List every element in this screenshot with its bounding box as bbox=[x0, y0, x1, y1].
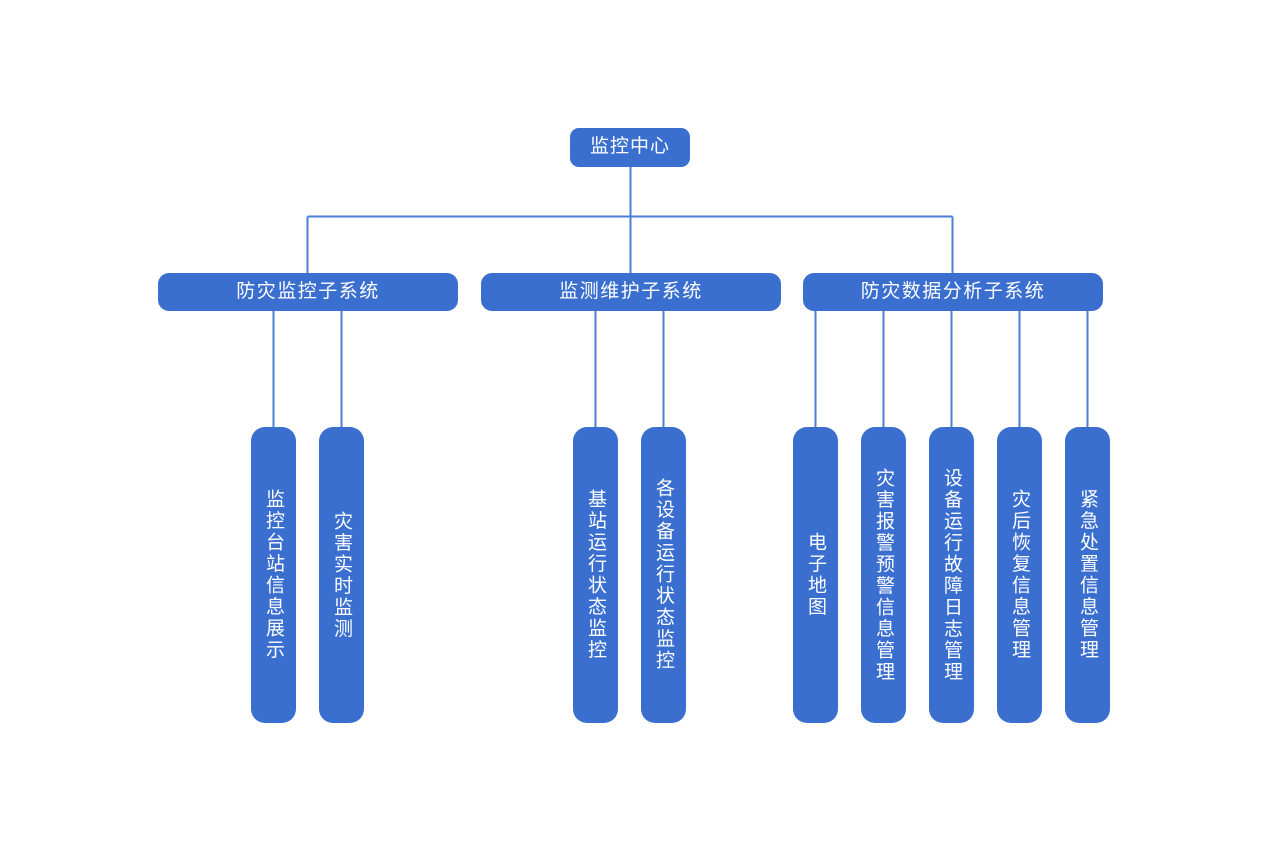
node-branch-2-label: 监测维护子系统 bbox=[559, 280, 703, 302]
node-leaf-2-2-label: 各设备运行状态监控 bbox=[653, 478, 674, 672]
node-branch-data-analysis[interactable]: 防灾数据分析子系统 bbox=[803, 273, 1103, 311]
node-leaf-1-1-label: 监控台站信息展示 bbox=[263, 489, 284, 661]
node-leaf-3-4-label: 灾后恢复信息管理 bbox=[1009, 489, 1030, 661]
node-leaf-post-disaster-recovery-info[interactable]: 灾后恢复信息管理 bbox=[997, 427, 1042, 723]
node-leaf-station-info-display[interactable]: 监控台站信息展示 bbox=[251, 427, 296, 723]
node-root-label: 监控中心 bbox=[589, 136, 670, 158]
node-leaf-electronic-map[interactable]: 电子地图 bbox=[793, 427, 838, 723]
node-leaf-emergency-response-info[interactable]: 紧急处置信息管理 bbox=[1065, 427, 1110, 723]
node-branch-1-label: 防灾监控子系统 bbox=[236, 280, 380, 302]
node-leaf-3-3-label: 设备运行故障日志管理 bbox=[941, 467, 962, 683]
node-leaf-fault-log-management[interactable]: 设备运行故障日志管理 bbox=[929, 427, 974, 723]
node-leaf-2-1-label: 基站运行状态监控 bbox=[585, 489, 606, 661]
node-leaf-disaster-alarm-info[interactable]: 灾害报警预警信息管理 bbox=[861, 427, 906, 723]
node-leaf-3-5-label: 紧急处置信息管理 bbox=[1077, 489, 1098, 661]
node-leaf-base-station-status[interactable]: 基站运行状态监控 bbox=[573, 427, 618, 723]
node-leaf-1-2-label: 灾害实时监测 bbox=[331, 510, 352, 640]
node-leaf-equipment-status[interactable]: 各设备运行状态监控 bbox=[641, 427, 686, 723]
node-leaf-realtime-disaster-monitoring[interactable]: 灾害实时监测 bbox=[319, 427, 364, 723]
node-branch-monitoring-maintenance[interactable]: 监测维护子系统 bbox=[481, 273, 781, 311]
node-branch-3-label: 防灾数据分析子系统 bbox=[860, 280, 1046, 302]
node-leaf-3-2-label: 灾害报警预警信息管理 bbox=[873, 467, 894, 683]
node-root[interactable]: 监控中心 bbox=[570, 128, 690, 167]
node-leaf-3-1-label: 电子地图 bbox=[805, 532, 826, 618]
node-branch-disaster-monitoring[interactable]: 防灾监控子系统 bbox=[158, 273, 458, 311]
